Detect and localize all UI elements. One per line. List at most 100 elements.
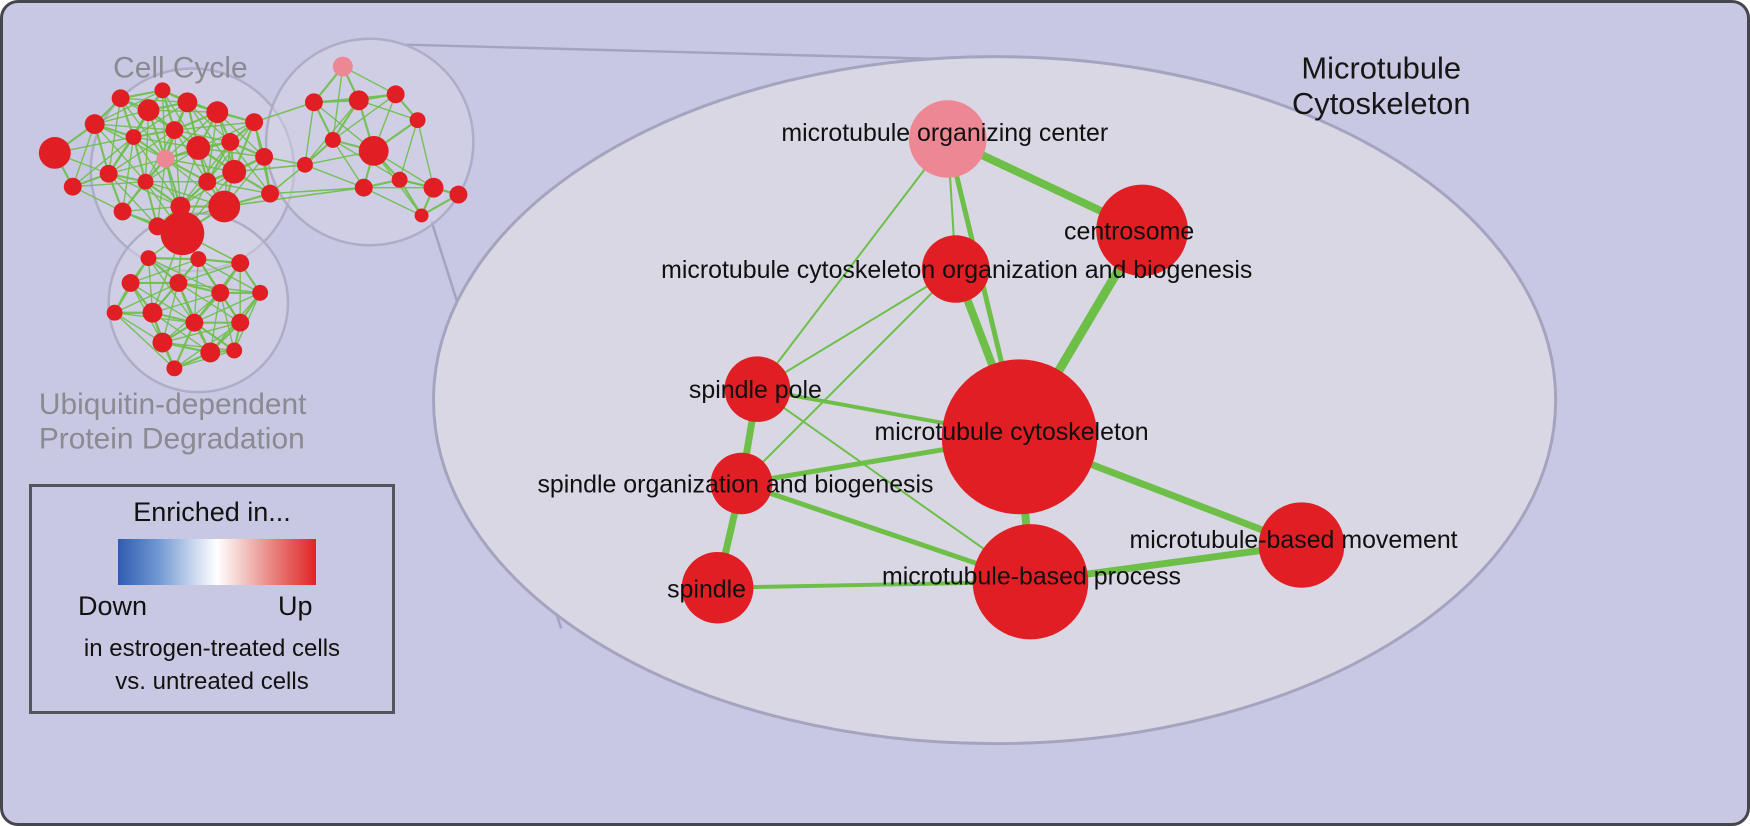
overview-node[interactable] — [252, 284, 269, 301]
legend-subtitle-line2: vs. untreated cells — [115, 668, 309, 695]
overview-edge — [229, 141, 271, 195]
overview-edge — [148, 257, 221, 294]
node-spindle-org-bio[interactable] — [710, 452, 773, 515]
overview-edge — [219, 292, 235, 351]
node-centrosome[interactable] — [1096, 184, 1188, 277]
overview-node[interactable] — [332, 56, 353, 77]
overview-node[interactable] — [211, 283, 230, 302]
overview-edge — [174, 121, 255, 131]
node-spindle-pole[interactable] — [724, 356, 791, 422]
overview-node[interactable] — [156, 149, 175, 168]
overview-node[interactable] — [165, 121, 184, 140]
overview-edge — [120, 97, 188, 103]
overview-node[interactable] — [208, 190, 241, 223]
overview-node[interactable] — [409, 112, 426, 129]
overview-edge — [174, 129, 231, 143]
overview-node[interactable] — [106, 304, 123, 321]
overview-node[interactable] — [137, 173, 154, 190]
overview-node[interactable] — [125, 129, 142, 145]
overview-node[interactable] — [354, 178, 373, 197]
overview-edge — [332, 139, 365, 189]
overview-node[interactable] — [84, 114, 105, 135]
overview-edge — [94, 89, 163, 125]
overview-node[interactable] — [198, 172, 217, 191]
node-label-spindle: spindle — [667, 576, 746, 604]
overview-edge — [114, 282, 179, 314]
edge-mt-org-bio--spindle-pole — [756, 268, 957, 391]
overview-node[interactable] — [449, 185, 468, 204]
overview-node[interactable] — [111, 89, 130, 108]
overview-edge — [120, 97, 167, 160]
overview-bridge-edge — [270, 186, 364, 195]
overview-node[interactable] — [245, 113, 264, 132]
overview-edge — [304, 102, 315, 165]
overview-node[interactable] — [423, 177, 444, 198]
overview-edge — [108, 173, 158, 227]
overview-node[interactable] — [63, 177, 82, 196]
overview-edge — [363, 187, 422, 217]
overview-node[interactable] — [296, 156, 313, 173]
overview-node[interactable] — [38, 137, 71, 169]
overview-node[interactable] — [231, 254, 250, 273]
overview-node[interactable] — [170, 196, 191, 217]
overview-node[interactable] — [186, 136, 211, 160]
overview-node[interactable] — [255, 147, 274, 166]
overview-node[interactable] — [121, 274, 140, 292]
node-label-mbm: microtubule-based movement — [1130, 526, 1458, 554]
ubiquitin-cluster-label-line2: Protein Degradation — [39, 423, 305, 456]
overview-node[interactable] — [152, 332, 173, 353]
node-mt-org-bio[interactable] — [921, 235, 990, 303]
overview-edge — [94, 123, 147, 183]
overview-edge — [197, 258, 261, 294]
overview-node[interactable] — [348, 90, 369, 111]
node-label-mt-cytoskeleton: microtubule cytoskeleton — [874, 418, 1148, 446]
overview-node[interactable] — [414, 208, 429, 223]
overview-node[interactable] — [160, 211, 205, 256]
overview-node[interactable] — [185, 313, 204, 332]
overview-node[interactable] — [222, 159, 247, 184]
overview-node[interactable] — [99, 164, 118, 183]
microtubule-cytoskeleton-title-line1: Microtubule — [1301, 51, 1461, 86]
overview-node[interactable] — [226, 342, 243, 359]
node-spindle[interactable] — [681, 551, 754, 624]
overview-edge — [121, 136, 135, 212]
overview-node[interactable] — [142, 302, 163, 323]
overview-node[interactable] — [261, 184, 280, 203]
node-label-mt-org-bio: microtubule cytoskeleton organization an… — [661, 256, 1252, 284]
node-moc[interactable] — [908, 100, 987, 178]
overview-node[interactable] — [324, 132, 341, 148]
overview-node[interactable] — [137, 99, 160, 122]
overview-node[interactable] — [358, 136, 389, 166]
overview-node[interactable] — [166, 360, 183, 377]
overview-node[interactable] — [200, 342, 221, 363]
overview-node[interactable] — [386, 85, 405, 104]
overview-edge — [194, 292, 261, 324]
overview-edge — [108, 129, 175, 175]
zoom-connector-line — [406, 43, 1000, 62]
overview-node[interactable] — [221, 133, 240, 151]
generated-network-layer: microtubule organizing centercentrosomem… — [38, 37, 1558, 746]
overview-node[interactable] — [177, 92, 198, 113]
legend-down-label: Down — [78, 591, 148, 621]
overview-node[interactable] — [169, 274, 188, 292]
overview-edge — [186, 101, 235, 173]
overview-node[interactable] — [113, 202, 132, 221]
overview-edge — [152, 312, 211, 354]
node-mbp[interactable] — [972, 524, 1089, 640]
overview-edge — [162, 341, 235, 352]
legend-gradient-bar — [118, 539, 316, 585]
overview-edge — [416, 119, 435, 188]
node-label-mbp: microtubule-based process — [882, 563, 1181, 591]
overview-node[interactable] — [231, 313, 250, 332]
node-mt-cytoskeleton[interactable] — [941, 359, 1098, 515]
overview-node[interactable] — [304, 93, 323, 112]
microtubule-cytoskeleton-title-line2: Cytoskeleton — [1292, 86, 1471, 121]
overview-node[interactable] — [140, 250, 157, 267]
overview-node[interactable] — [206, 101, 229, 124]
overview-node[interactable] — [391, 171, 408, 188]
overview-node[interactable] — [190, 251, 207, 268]
overview-edge — [147, 257, 195, 324]
node-mbm[interactable] — [1258, 502, 1345, 588]
overview-node[interactable] — [154, 82, 171, 99]
overview-edge — [107, 98, 122, 174]
